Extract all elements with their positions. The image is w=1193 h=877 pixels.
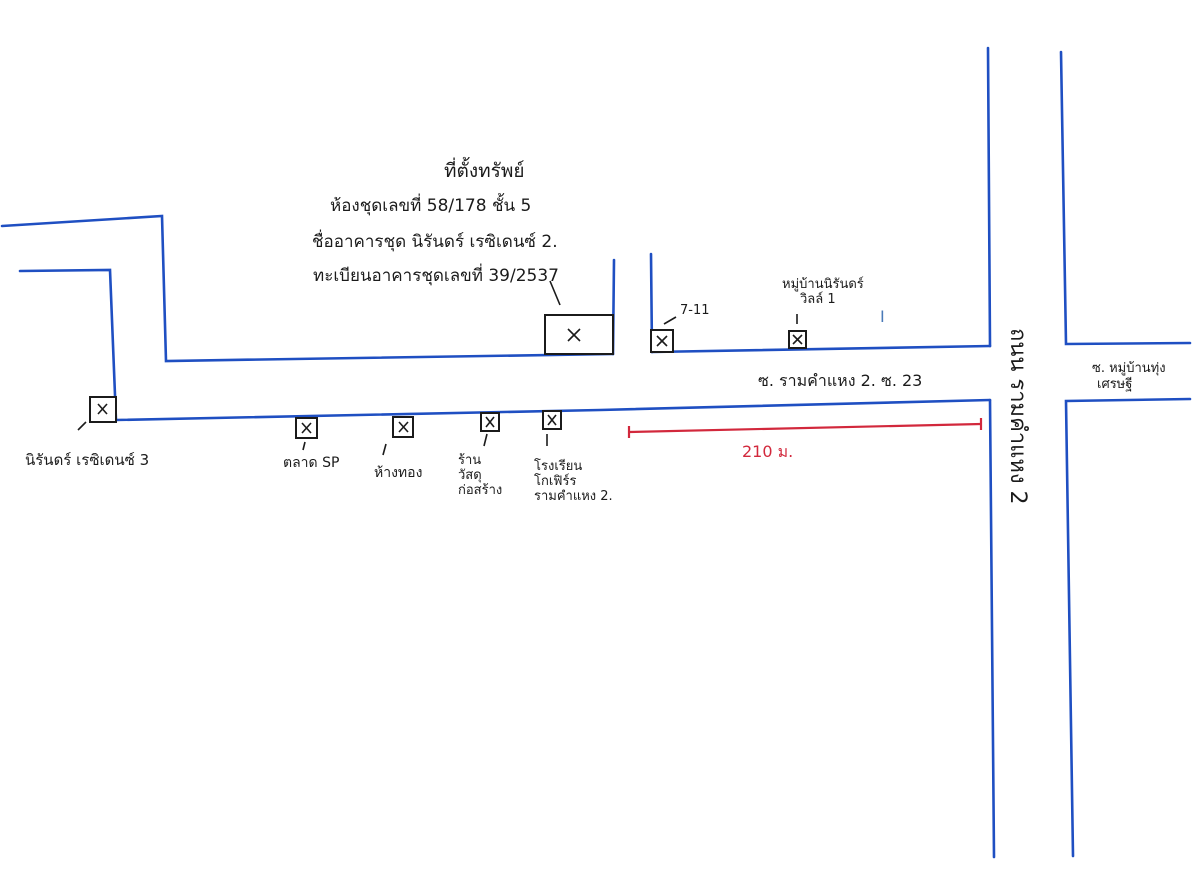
distance-line	[628, 422, 982, 434]
soi-north-edge-right	[650, 344, 992, 354]
main-road-west-edge-lower	[988, 398, 996, 859]
landmark-label: หมู่บ้านนิรันดร์ วิลล์ 1	[782, 276, 868, 307]
stray-mark: I	[880, 307, 885, 326]
property-box	[544, 314, 614, 355]
road-upper-left	[0, 214, 615, 363]
landmark-label: ห้างทอง	[374, 465, 422, 481]
property-heading: ที่ตั้งทรัพย์	[444, 157, 525, 182]
main-road-east-edge-lower	[1064, 397, 1192, 858]
landmark-label: นิรันดร์ เรซิเดนซ์ 3	[25, 451, 149, 469]
distance-label: 210 ม.	[742, 442, 793, 461]
property-marker	[544, 314, 614, 355]
main-road-label: ถนน รามคำแหง 2	[1005, 328, 1030, 505]
road-network	[0, 46, 1192, 859]
property-building-line: ชื่ออาคารชุด นิรันดร์ เรซิเดนซ์ 2.	[312, 229, 558, 252]
main-road-east-edge	[1059, 50, 1192, 346]
landmark-label: โรงเรียน โกเฟิร์ร รามคำแหง 2.	[534, 458, 613, 504]
property-registry-line: ทะเบียนอาคารชุดเลขที่ 39/2537	[313, 263, 559, 286]
landmark-label: ตลาด SP	[283, 455, 339, 471]
road-left-branch	[18, 268, 118, 422]
landmark-niran-village: หมู่บ้านนิรันดร์ วิลล์ 1	[782, 276, 868, 349]
soi-label: ซ. รามคำแหง 2. ซ. 23	[758, 371, 922, 390]
village-soi-label: ซ. หมู่บ้านทุ่ง เศรษฐี	[1092, 361, 1170, 392]
landmark-label: ร้าน วัสดุ ก่อสร้าง	[458, 453, 502, 498]
landmark-hardware-shop: ร้าน วัสดุ ก่อสร้าง	[458, 412, 502, 498]
landmark-label: 7-11	[680, 303, 710, 318]
distance-indicator: 210 ม.	[627, 418, 983, 461]
landmark-gold-shop: ห้างทอง	[374, 416, 422, 481]
landmark-school: โรงเรียน โกเฟิร์ร รามคำแหง 2.	[534, 410, 613, 504]
property-note: ที่ตั้งทรัพย์ ห้องชุดเลขที่ 58/178 ชั้น …	[312, 157, 561, 306]
property-unit-line: ห้องชุดเลขที่ 58/178 ชั้น 5	[330, 193, 531, 216]
soi-south-edge	[114, 398, 992, 422]
main-road-west-edge	[986, 46, 992, 348]
landmark-sp-market: ตลาด SP	[283, 417, 339, 471]
landmark-seven-eleven: 7-11	[650, 303, 710, 353]
landmark-niran-residence-3: นิรันดร์ เรซิเดนซ์ 3	[25, 396, 149, 469]
property-leader	[549, 280, 561, 306]
